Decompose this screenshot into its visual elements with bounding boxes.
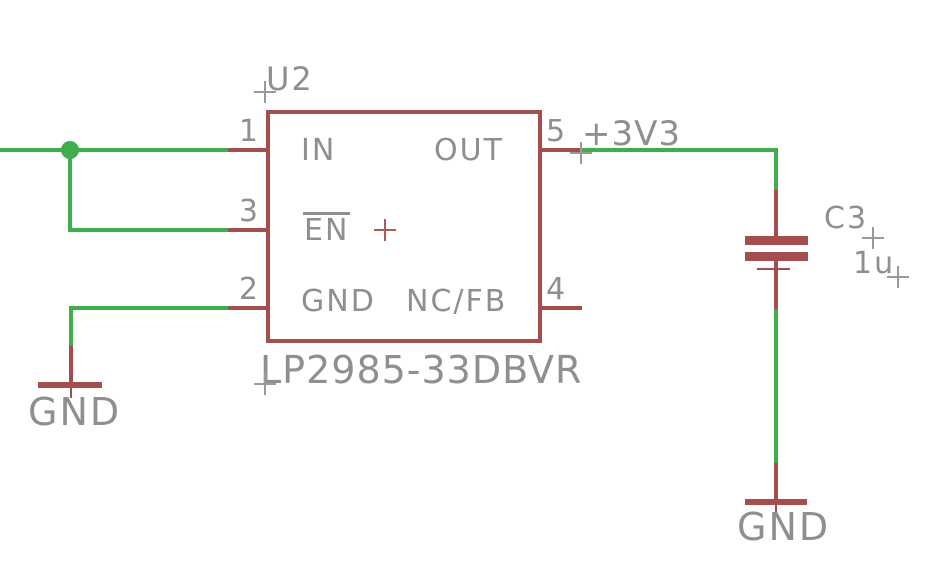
cap-value-label[interactable]: 1u [853,246,896,281]
wire-cap-to-gnd-vertical[interactable] [774,308,778,465]
pin-out-label: OUT [434,133,504,168]
cap-bottom-lead[interactable] [774,261,778,309]
wire-junction-to-en-vertical[interactable] [68,150,72,230]
cap-refdes-label[interactable]: C3 [824,201,869,236]
pin-2-stub[interactable] [228,306,266,310]
pin-4-number: 4 [546,272,568,307]
pin-1-stub[interactable] [228,148,266,152]
pin-3-number: 3 [238,194,260,229]
gnd-right-bar[interactable] [745,499,807,505]
wire-input-horizontal[interactable] [0,148,228,152]
pin-2-number: 2 [238,272,260,307]
en-overline [303,212,350,215]
net-label-vout[interactable]: +3V3 [582,114,682,154]
wire-gnd-vertical[interactable] [69,306,73,348]
pin-in-label: IN [301,133,337,168]
pin-en-label: EN [304,213,350,248]
gnd-left-stem[interactable] [69,346,73,385]
pin-3-stub[interactable] [228,228,266,232]
component-body-outline[interactable] [266,110,542,343]
gnd-left-origin-tick [70,388,72,398]
component-part-label[interactable]: LP2985-33DBVR [260,348,583,392]
wire-output-vertical[interactable] [774,148,778,192]
gnd-left-bar[interactable] [38,382,102,388]
pin-5-stub[interactable] [542,148,582,152]
pin-4-stub[interactable] [542,306,582,310]
pin-1-number: 1 [238,114,260,149]
wire-gnd-horizontal[interactable] [69,306,228,310]
gnd-right-label[interactable]: GND [737,505,831,549]
cap-plate-bottom[interactable] [745,252,808,261]
cap-top-lead[interactable] [774,190,778,237]
cap-origin-cross [757,268,790,270]
component-refdes-label[interactable]: U2 [266,60,314,98]
pin-5-number: 5 [546,114,568,149]
gnd-right-origin-tick [775,505,777,515]
wire-en-horizontal[interactable] [68,228,228,232]
gnd-right-stem[interactable] [774,463,778,502]
pin-gnd-label: GND [301,284,376,319]
cap-plate-top[interactable] [745,236,808,245]
gnd-left-label[interactable]: GND [28,390,122,434]
pin-ncfb-label: NC/FB [406,284,508,319]
wire-output-horizontal[interactable] [580,148,778,152]
